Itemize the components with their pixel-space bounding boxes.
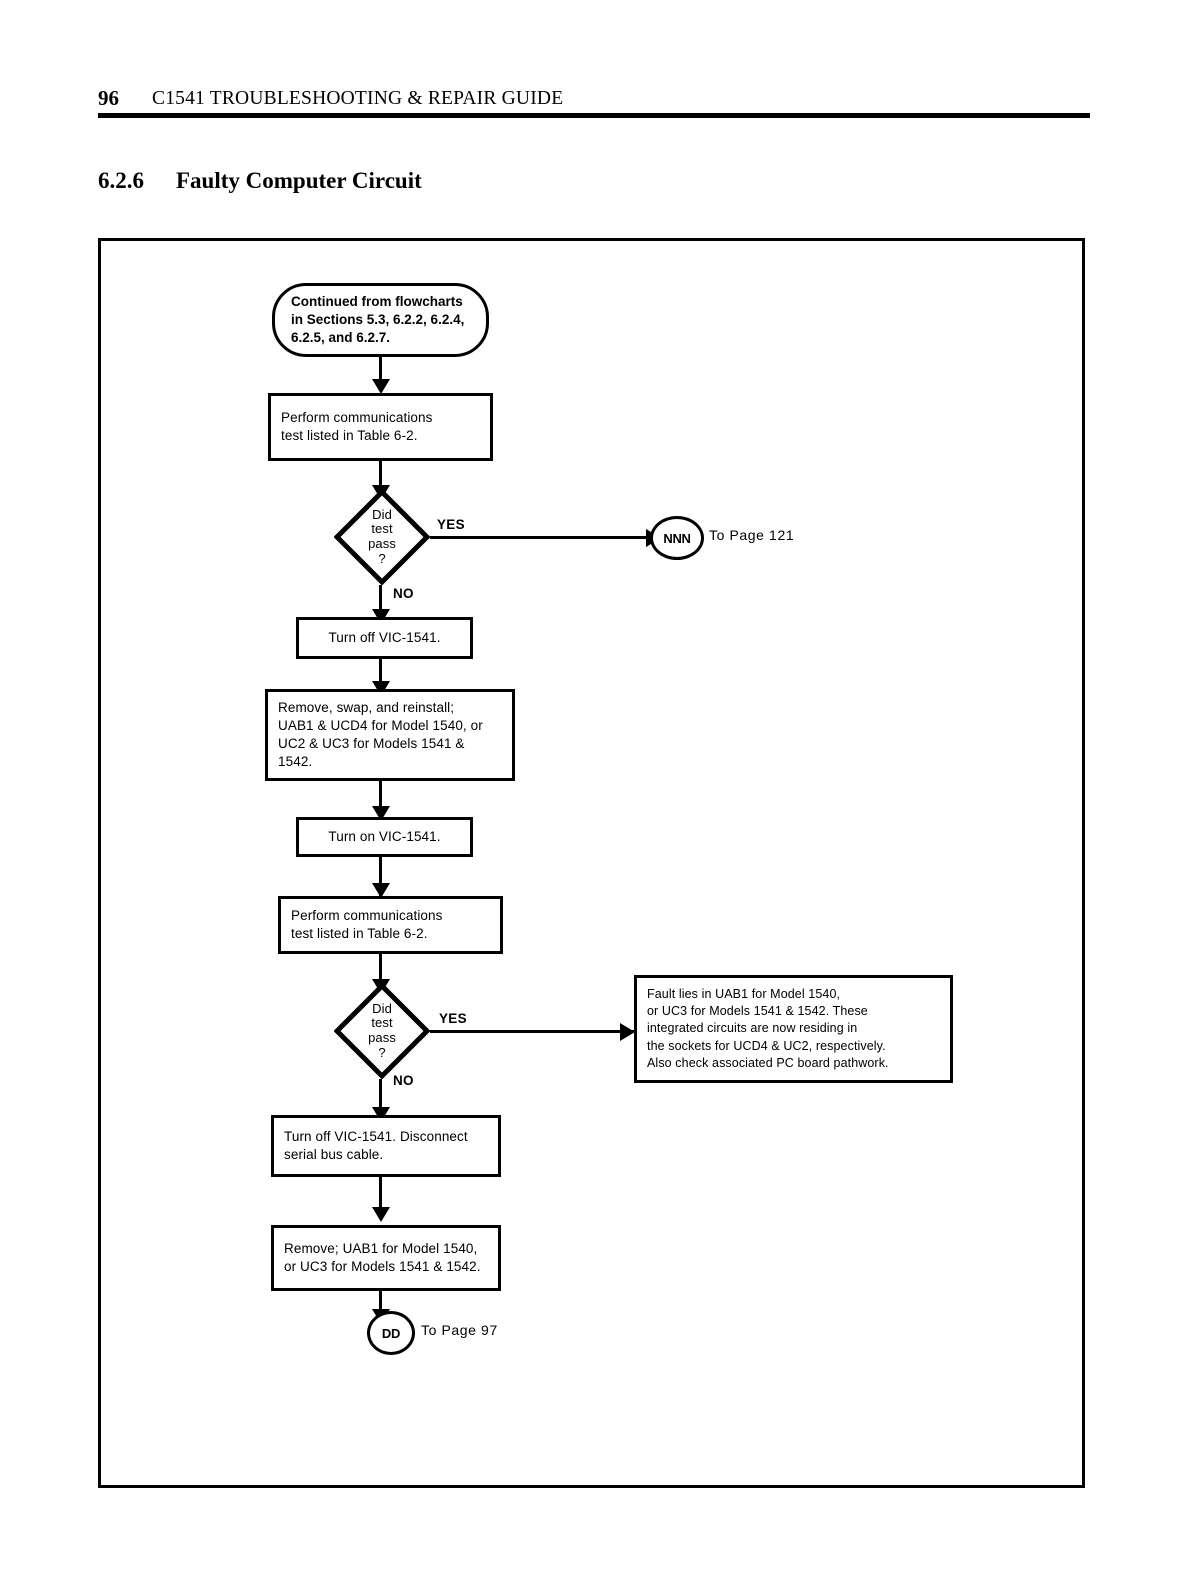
edge-test1-to-decision1-line <box>379 461 382 493</box>
flowchart-node-turn-on: Turn on VIC-1541. <box>296 817 473 857</box>
node-text: Continued from flowcharts in Sections 5.… <box>291 294 465 345</box>
flowchart-node-fault-found: Fault lies in UAB1 for Model 1540, or UC… <box>634 975 953 1083</box>
edge-label-yes-1: YES <box>437 517 465 532</box>
diamond-shape <box>334 489 430 585</box>
node-text: Turn off VIC-1541. Disconnect serial bus… <box>284 1129 468 1162</box>
flowchart-node-perform-test-1: Perform communications test listed in Ta… <box>268 393 493 461</box>
page-number: 96 <box>98 86 119 110</box>
edge-start-to-test1-line <box>379 357 382 385</box>
node-text: Did test pass ? <box>368 506 396 566</box>
flowchart-node-turn-off-2: Turn off VIC-1541. Disconnect serial bus… <box>271 1115 501 1177</box>
node-text: Perform communications test listed in Ta… <box>291 908 443 941</box>
section-number: 6.2.6 <box>98 168 144 193</box>
edge-turnoff1-to-removeswap-line <box>379 659 382 691</box>
node-text: Turn on VIC-1541. <box>328 829 441 845</box>
flowchart-node-turn-off-1: Turn off VIC-1541. <box>296 617 473 659</box>
edge-label-no-1: NO <box>393 586 414 601</box>
node-text: Perform communications test listed in Ta… <box>281 410 433 443</box>
section-heading: 6.2.6 Faulty Computer Circuit <box>98 168 798 198</box>
flowchart-node-decision-1: Did test pass ? <box>334 489 430 585</box>
offpage-connector-dd-label: To Page 97 <box>421 1322 498 1338</box>
edge-label-yes-2: YES <box>439 1011 467 1026</box>
edge-decision2-yes-arrow <box>620 1023 635 1041</box>
edge-decision1-yes-line <box>430 536 652 539</box>
offpage-connector-dd[interactable]: DD <box>367 1311 415 1355</box>
offpage-connector-nnn[interactable]: NNN <box>650 516 704 560</box>
section-title: Faulty Computer Circuit <box>176 168 422 193</box>
node-text: Remove, swap, and reinstall; UAB1 & UCD4… <box>278 700 483 769</box>
edge-turnon-to-test2-arrow <box>372 883 390 898</box>
edge-turnoff2-to-removeic-arrow <box>372 1207 390 1222</box>
diamond-shape <box>334 983 430 1079</box>
edge-decision1-no-line <box>379 585 382 621</box>
edge-decision2-no-line <box>379 1079 382 1121</box>
edge-removeswap-to-turnon-line <box>379 781 382 817</box>
connector-text: DD <box>381 1325 401 1341</box>
edge-turnon-to-test2-line <box>379 857 382 896</box>
flowchart-node-perform-test-2: Perform communications test listed in Ta… <box>278 896 503 954</box>
node-text: Fault lies in UAB1 for Model 1540, or UC… <box>647 986 889 1070</box>
flowchart-node-start: Continued from flowcharts in Sections 5.… <box>272 283 489 357</box>
node-text: Turn off VIC-1541. <box>328 630 441 646</box>
node-text: Remove; UAB1 for Model 1540, or UC3 for … <box>284 1241 481 1274</box>
edge-test2-to-decision2-line <box>379 954 382 988</box>
connector-text: NNN <box>663 530 691 546</box>
edge-start-to-test1-arrow <box>372 379 390 394</box>
offpage-connector-nnn-label: To Page 121 <box>709 527 795 543</box>
node-text: Did test pass ? <box>368 1000 396 1060</box>
flowchart-node-remove-ic: Remove; UAB1 for Model 1540, or UC3 for … <box>271 1225 501 1291</box>
flowchart-frame: Continued from flowcharts in Sections 5.… <box>98 238 1085 1488</box>
flowchart-node-decision-2: Did test pass ? <box>334 983 430 1079</box>
flowchart-node-remove-swap: Remove, swap, and reinstall; UAB1 & UCD4… <box>265 689 515 781</box>
edge-decision2-yes-line <box>430 1030 634 1033</box>
running-head: C1541 TROUBLESHOOTING & REPAIR GUIDE <box>152 88 564 109</box>
header-divider <box>98 113 1090 118</box>
edge-removeic-to-dd-line <box>379 1291 382 1325</box>
edge-label-no-2: NO <box>393 1073 414 1088</box>
edge-turnoff2-to-removeic-line <box>379 1177 382 1219</box>
page-header: 96 C1541 TROUBLESHOOTING & REPAIR GUIDE <box>98 86 1088 126</box>
